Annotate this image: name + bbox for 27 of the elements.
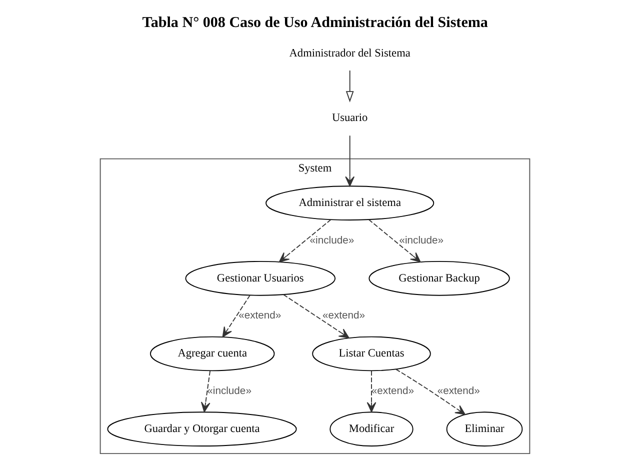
arrow (345, 135, 355, 187)
node-ellipse: Gestionar Backup (368, 260, 510, 296)
arrow (346, 70, 354, 102)
node-ellipse: Listar Cuentas (312, 336, 431, 372)
arrow (368, 219, 421, 262)
edge-label: «include» (207, 386, 252, 398)
edge-label: «extend» (238, 310, 282, 322)
edge-label: «include» (310, 235, 354, 246)
diagram-title: Tabla N° 008 Caso de Uso Administración del Sistema (142, 14, 488, 31)
node-text: Administrador del Sistema (289, 47, 410, 60)
arrow (200, 370, 211, 412)
arrow (366, 370, 376, 412)
node-ellipse: Eliminar (446, 412, 523, 446)
arrow (396, 368, 466, 415)
node-ellipse: Administrar el sistema (266, 186, 434, 220)
edge-label: «extend» (322, 310, 365, 322)
edge-label: «include» (399, 235, 444, 246)
arrow (222, 294, 250, 338)
node-ellipse: Guardar y Otorgar cuenta (107, 412, 297, 446)
arrow (278, 219, 332, 262)
node-ellipse: Modificar (330, 412, 414, 446)
node-ellipse: Agregar cuenta (150, 336, 275, 372)
node-ellipse: Gestionar Usuarios (185, 260, 336, 296)
edge-label: «extend» (371, 386, 414, 398)
node-text: Usuario (332, 112, 368, 124)
edge-label: «extend» (437, 386, 480, 398)
arrow (282, 294, 350, 338)
